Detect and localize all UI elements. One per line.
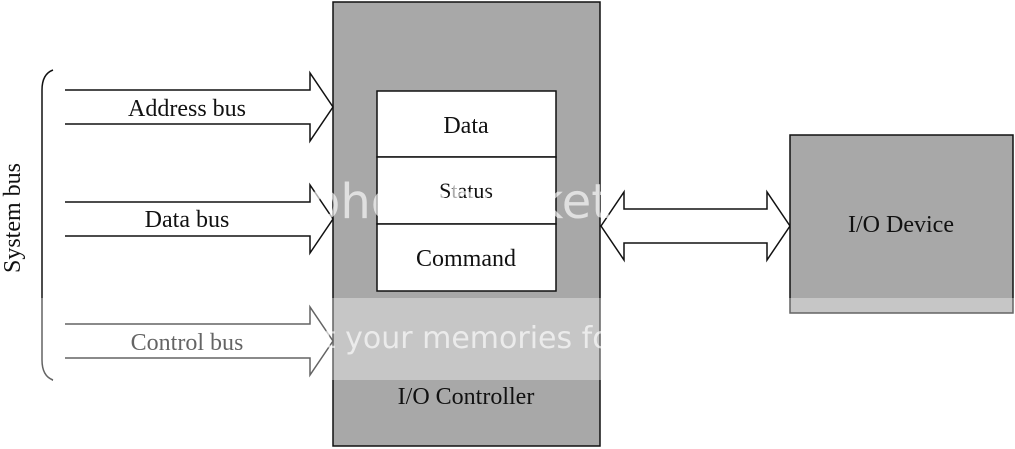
watermark-tagline-text: Protect your memories for less [230, 321, 691, 356]
register-command-label: Command [416, 246, 516, 272]
controller-device-arrow [600, 189, 791, 263]
register-stack: Data Status Command [376, 90, 557, 292]
control-bus-arrow [65, 304, 334, 378]
system-bus-bracket [41, 69, 54, 381]
data-bus-arrow [65, 182, 334, 256]
register-data-label: Data [443, 113, 489, 139]
register-status [376, 156, 557, 225]
watermark: photobucket Protect your memories for le… [0, 174, 1015, 380]
register-command [376, 223, 557, 292]
address-bus-arrow [65, 70, 334, 144]
address-bus-label: Address bus [128, 96, 246, 122]
data-bus-label: Data bus [145, 207, 230, 233]
io-device-label: I/O Device [848, 212, 954, 238]
register-data [376, 90, 557, 158]
io-controller-label: I/O Controller [398, 384, 535, 410]
system-bus-label: System bus [0, 163, 26, 273]
watermark-band [0, 298, 1015, 380]
watermark-brand-text: photobucket [310, 174, 610, 230]
control-bus-label: Control bus [131, 330, 244, 356]
io-device-box [789, 134, 1014, 314]
register-status-label: Status [439, 178, 493, 203]
